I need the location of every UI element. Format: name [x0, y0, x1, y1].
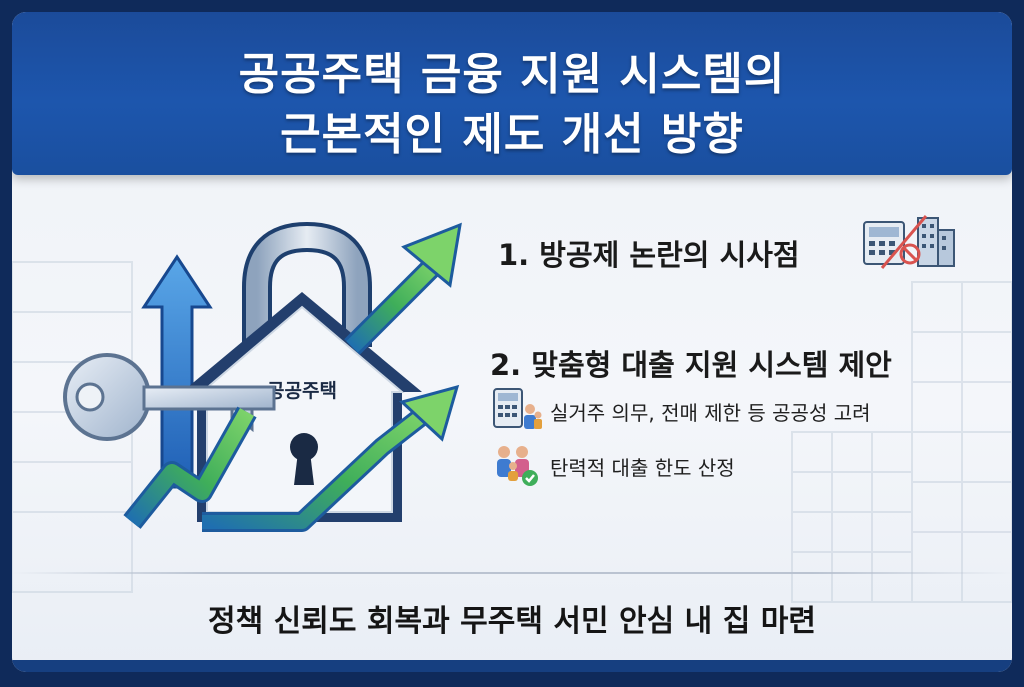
key-icon — [63, 353, 276, 441]
calculator-family-icon — [493, 388, 542, 429]
page-title-line2: 근본적인 제도 개선 방향 — [280, 109, 744, 160]
family-check-icon — [497, 446, 538, 486]
house-label: 공공주택 — [267, 380, 337, 402]
section-2-item-2: 탄력적 대출 한도 산정 — [550, 456, 735, 480]
section-2-item-1: 실거주 의무, 전매 제한 등 공공성 고려 — [550, 401, 871, 425]
bottom-strip — [12, 660, 1012, 672]
padlock-icon — [242, 221, 372, 347]
housing-finance-illustration: 공공주택 — [63, 221, 462, 532]
page-title-line1: 공공주택 금융 지원 시스템의 — [238, 49, 786, 100]
footer-slogan: 정책 신뢰도 회복과 무주택 서민 안심 내 집 마련 — [208, 604, 816, 639]
header-banner: 공공주택 금융 지원 시스템의 근본적인 제도 개선 방향 — [12, 12, 1012, 175]
section-2-title: 2. 맞춤형 대출 지원 시스템 제안 — [490, 348, 892, 382]
calculator-building-prohibited-icon — [863, 215, 955, 269]
footer-divider — [12, 572, 1012, 574]
keyhole-icon — [290, 433, 318, 485]
infographic-card: 공공주택 금융 지원 시스템의 근본적인 제도 개선 방향 — [12, 12, 1012, 672]
section-1-title: 1. 방공제 논란의 시사점 — [498, 238, 800, 272]
growth-arrow-icon — [123, 222, 462, 532]
